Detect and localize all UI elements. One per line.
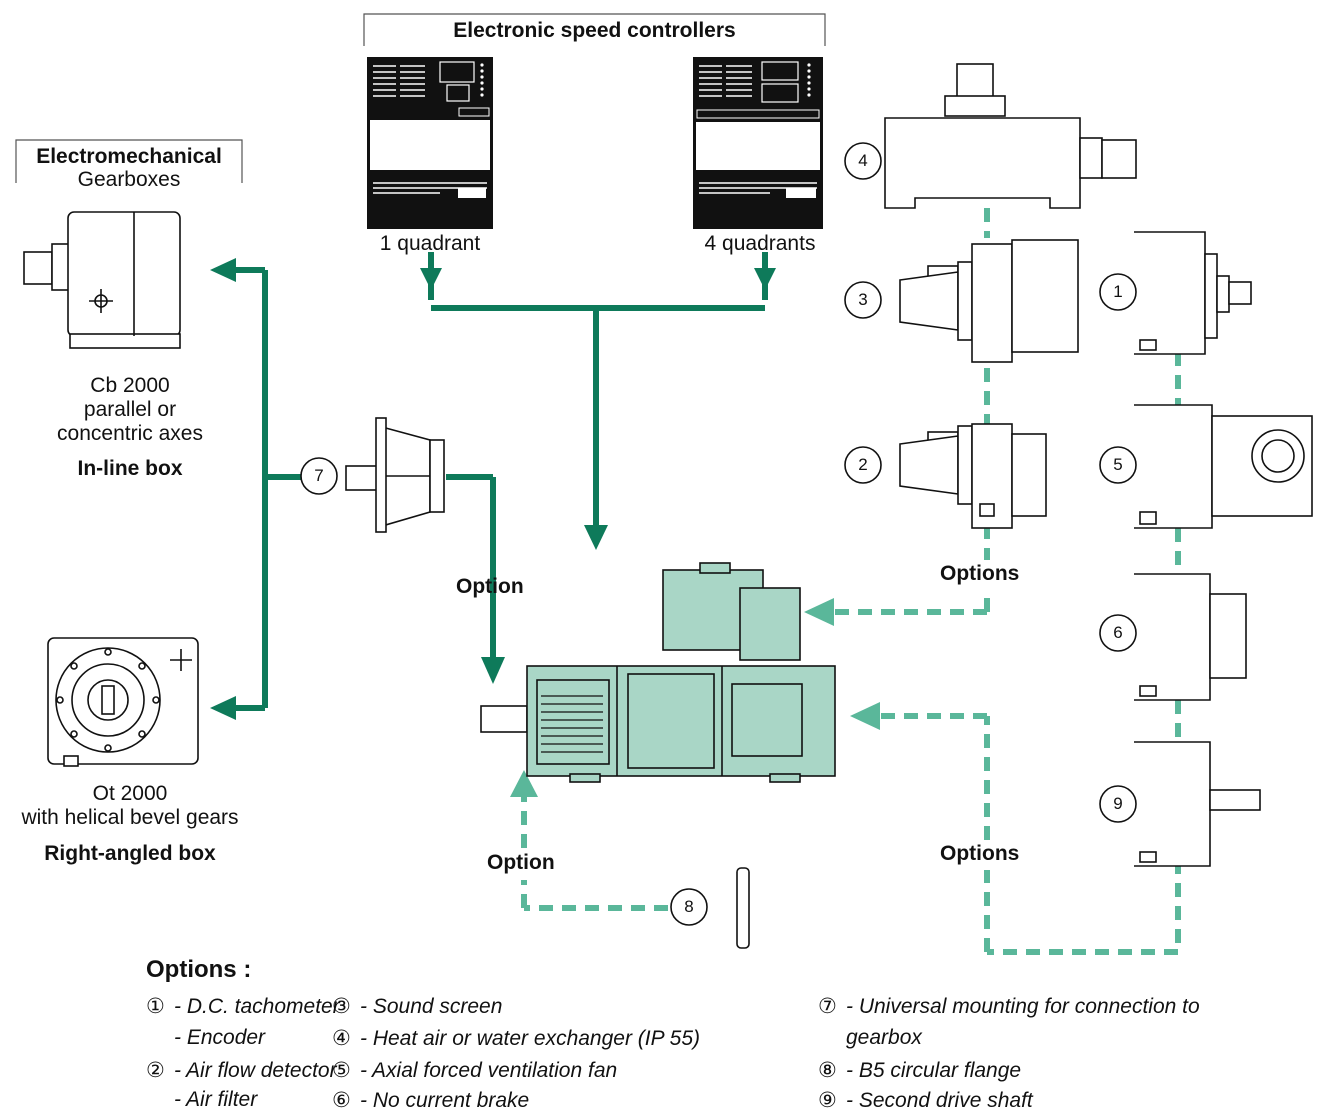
legend-text: - Heat air or water exchanger (IP 55): [360, 1027, 701, 1050]
marker-circles: [300, 142, 1137, 926]
legend-mark: ⑨: [818, 1089, 837, 1112]
dc-motor: [480, 562, 836, 783]
marker-1: 1: [1113, 282, 1123, 301]
legend-text: - Axial forced ventilation fan: [360, 1059, 618, 1082]
angled-gearbox-line2: with helical bevel gears: [21, 806, 239, 829]
arrowheads-controllers: [420, 268, 776, 550]
legend-text: - Second drive shaft: [846, 1089, 1033, 1112]
legend-item-1: ① - D.C. tachometer: [146, 994, 340, 1019]
marker-3: 3: [858, 290, 868, 309]
legend-text: - B5 circular flange: [846, 1059, 1022, 1082]
legend-text: - No current brake: [360, 1089, 530, 1112]
dashed-chains: [521, 208, 1181, 955]
dc-tachometer: [1134, 231, 1252, 355]
gearboxes-heading: Gearboxes: [77, 168, 181, 191]
inline-gearbox-line1: Cb 2000: [90, 374, 170, 397]
option-label-upper: Option: [456, 575, 524, 598]
marker-6: 6: [1113, 623, 1123, 642]
dashed-arrowheads: [510, 598, 880, 797]
legend-item-2: ② - Air flow detector: [146, 1058, 337, 1083]
legend-text: - Encoder: [174, 1026, 266, 1049]
electromechanical-bracket: [15, 139, 243, 183]
gearbox-cb2000: [23, 211, 181, 349]
legend-item-2b: - Air filter: [146, 1088, 257, 1112]
marker-8: 8: [684, 897, 694, 916]
heat-exchanger: [884, 63, 1137, 209]
arrowheads-gearboxes: [210, 258, 236, 720]
legend-mark: ③: [332, 995, 351, 1018]
legend-mark: ⑤: [332, 1059, 351, 1082]
brake: [1134, 573, 1247, 701]
controller-to-motor-arrows: [428, 252, 768, 528]
gearbox-connector: [232, 267, 302, 711]
marker-9: 9: [1113, 794, 1123, 813]
legend-mark: ①: [146, 995, 165, 1018]
inline-gearbox-line2: parallel or: [83, 398, 177, 421]
air-flow-detector: [899, 423, 1047, 529]
angled-gearbox-line1: Ot 2000: [92, 782, 168, 805]
legend-mark: ②: [146, 1059, 165, 1082]
legend-item-1b: - Encoder: [146, 1026, 265, 1050]
universal-mounting: [345, 417, 445, 533]
legend-text: - Sound screen: [360, 995, 503, 1018]
legend-item-9: ⑨ - Second drive shaft: [818, 1088, 1033, 1113]
marker-2: 2: [858, 455, 868, 474]
legend-mark: ⑦: [818, 995, 837, 1018]
second-drive-shaft: [1134, 741, 1261, 867]
controller-4-label: 4 quadrants: [704, 232, 816, 255]
legend-text: - Air filter: [174, 1088, 258, 1111]
options-label-lower: Options: [940, 842, 1020, 865]
arrowhead-option-7: [481, 657, 505, 684]
legend-item-3: ③ - Sound screen: [332, 994, 502, 1019]
options-label-upper: Options: [940, 562, 1020, 585]
legend-item-8: ⑧ - B5 circular flange: [818, 1058, 1021, 1083]
legend-item-6: ⑥ - No current brake: [332, 1088, 529, 1113]
marker-5: 5: [1113, 455, 1123, 474]
controller-1-label: 1 quadrant: [379, 232, 481, 255]
legend-item-4: ④ - Heat air or water exchanger (IP 55): [332, 1026, 700, 1051]
legend-item-7b: gearbox: [818, 1026, 922, 1050]
marker-4: 4: [858, 151, 868, 170]
legend-text: - Universal mounting for connection to: [846, 995, 1200, 1018]
legend-item-5: ⑤ - Axial forced ventilation fan: [332, 1058, 617, 1083]
marker-7: 7: [314, 466, 324, 485]
controllers-heading: Electronic speed controllers: [453, 19, 736, 42]
legend-mark: ⑧: [818, 1059, 837, 1082]
b5-flange: [736, 867, 750, 949]
angled-gearbox-type: Right-angled box: [44, 842, 216, 865]
legend-text: gearbox: [846, 1026, 922, 1049]
legend-text: - Air flow detector: [174, 1059, 337, 1082]
inline-gearbox-line3: concentric axes: [57, 422, 203, 445]
legend-item-7: ⑦ - Universal mounting for connection to: [818, 994, 1200, 1019]
controller-1-quadrant: [367, 57, 493, 229]
legend-mark: ④: [332, 1027, 351, 1050]
option-label-lower: Option: [487, 851, 555, 874]
axial-fan: [1134, 404, 1313, 529]
option-arrow-7: [446, 474, 496, 660]
electromechanical-heading: Electromechanical: [36, 145, 222, 168]
gearbox-ot2000: [47, 637, 199, 767]
sound-screen: [899, 239, 1079, 363]
controller-4-quadrants: [693, 57, 823, 229]
legend-mark: ⑥: [332, 1089, 351, 1112]
inline-gearbox-type: In-line box: [77, 457, 183, 480]
legend-text: - D.C. tachometer: [174, 995, 340, 1018]
legend-title: Options :: [146, 956, 252, 983]
controllers-bracket: [363, 13, 826, 46]
